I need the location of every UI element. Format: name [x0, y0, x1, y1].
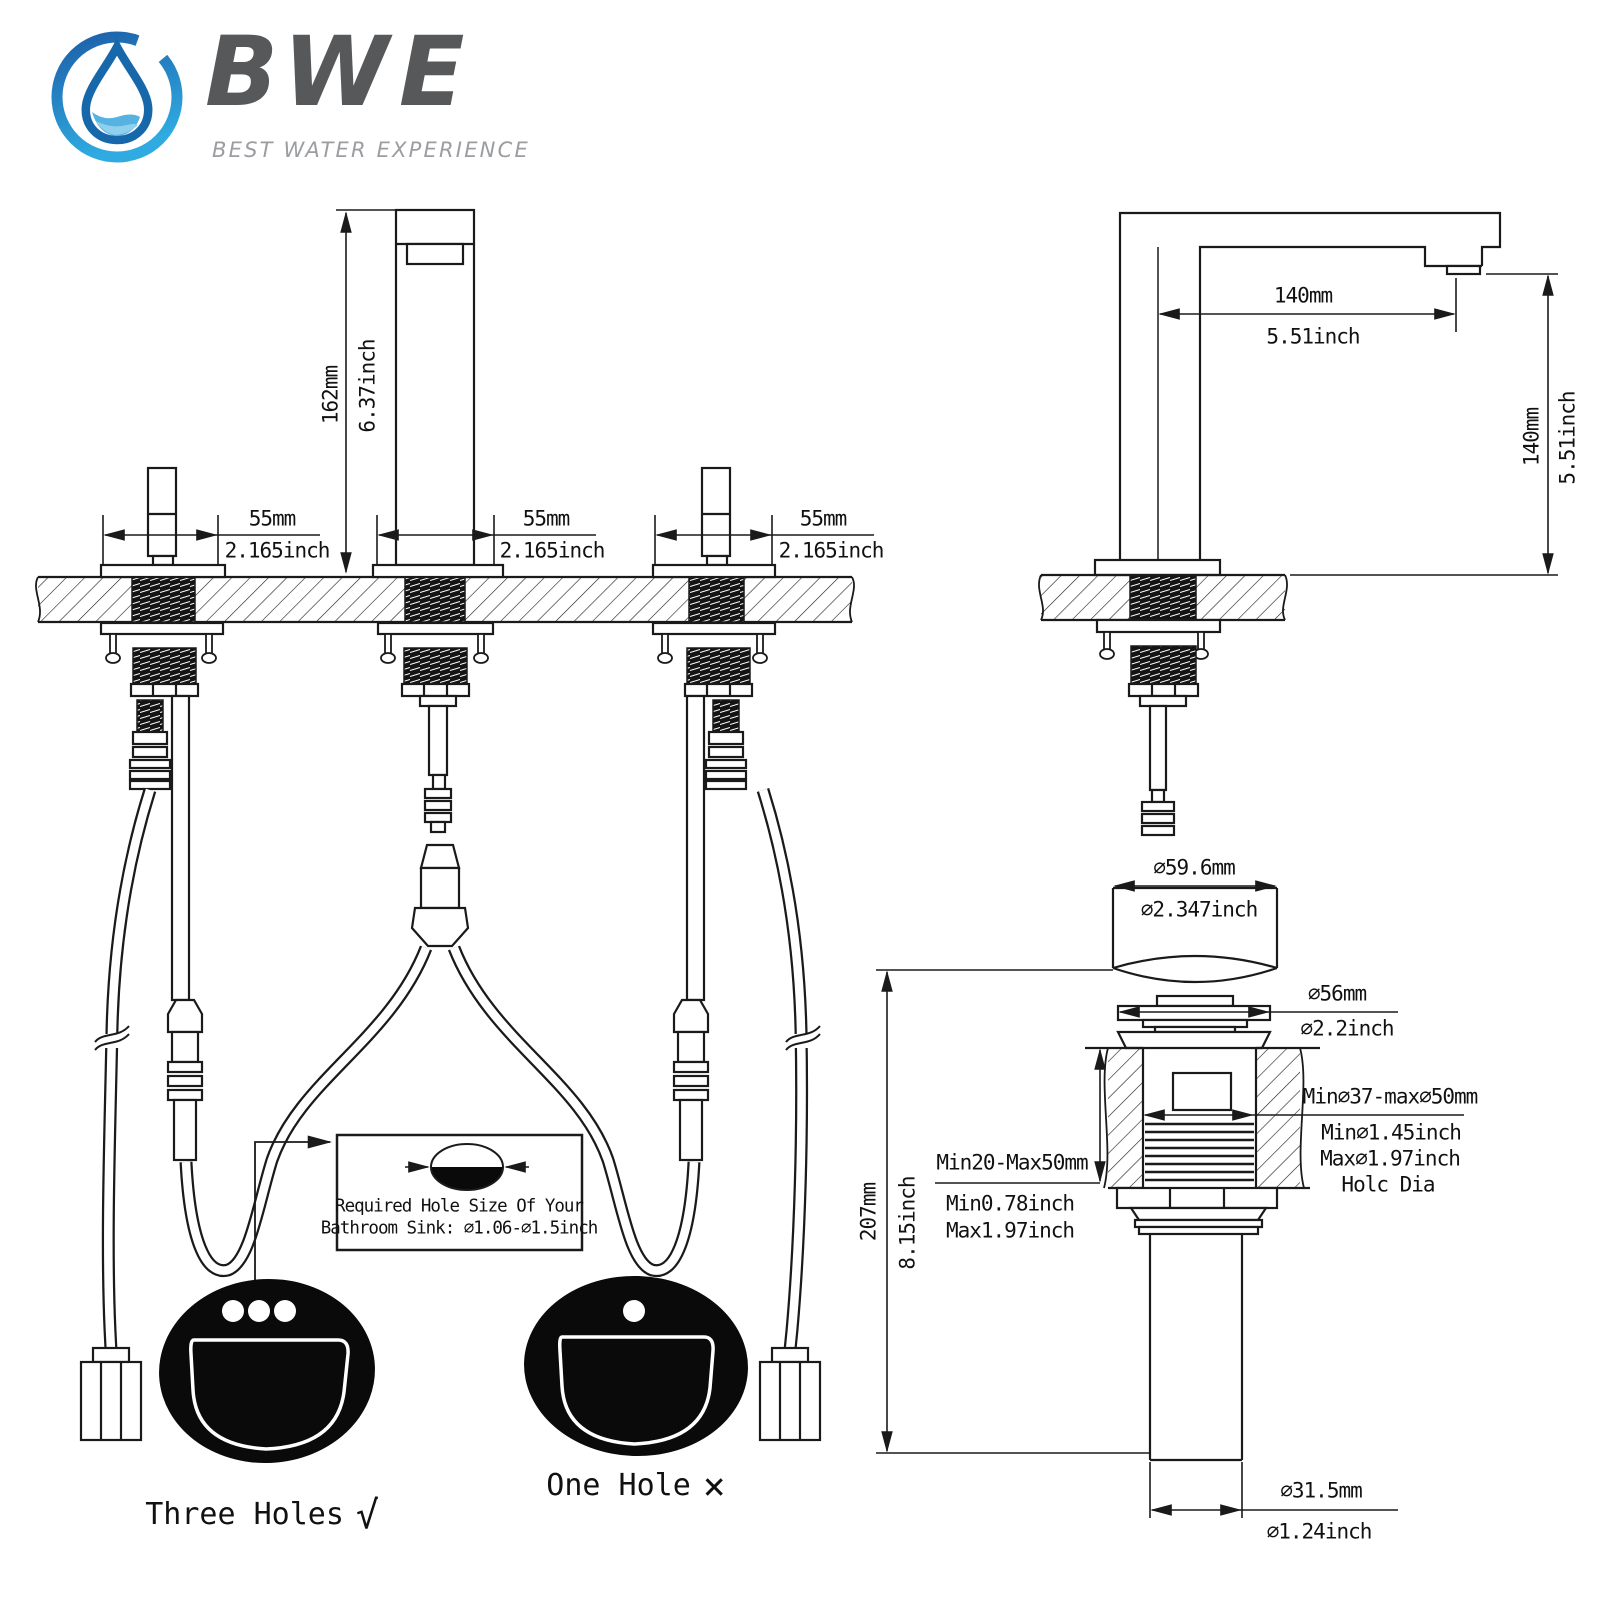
- dim-hole-dia-mm: Min∅37-max∅50mm: [1302, 1084, 1479, 1109]
- three-hole-sink-icon: [159, 1278, 375, 1464]
- dim-hole-dia-label: Holc Dia: [1341, 1172, 1435, 1197]
- dim-side-height-in: 5.51inch: [1555, 391, 1580, 485]
- dim-spacing1-mm: 55mm: [248, 506, 297, 531]
- dim-reach-mm: 140mm: [1273, 283, 1333, 308]
- dim-drain-cap-in: ∅2.347inch: [1140, 897, 1258, 922]
- dim-drain-flange-mm: ∅56mm: [1307, 981, 1367, 1006]
- dim-hole-dia-in-max: Max∅1.97inch: [1320, 1146, 1461, 1171]
- front-view-drawing: [35, 208, 855, 1442]
- note-line1: Required Hole Size Of Your: [335, 1196, 584, 1217]
- spout-front: [394, 208, 476, 567]
- one-hole-sink-icon: [524, 1275, 748, 1457]
- dim-drain-flange-in: ∅2.2inch: [1300, 1016, 1394, 1041]
- caption-three-holes: Three Holes √: [145, 1496, 379, 1534]
- spout-hoses: [179, 945, 701, 1278]
- brand-tagline: BEST WATER EXPERIENCE: [212, 138, 530, 162]
- dim-tailpipe-in: ∅1.24inch: [1266, 1519, 1373, 1544]
- brand-wordmark: BWE: [205, 16, 475, 128]
- left-handle: [146, 466, 178, 567]
- dim-drain-total-in: 8.15inch: [895, 1176, 920, 1270]
- dim-deck-thickness-in-max: Max1.97inch: [945, 1218, 1075, 1243]
- dim-spout-height-mm: 162mm: [318, 365, 343, 425]
- dim-tailpipe-mm: ∅31.5mm: [1280, 1478, 1363, 1503]
- cross-mark-icon: ×: [702, 1464, 726, 1508]
- side-view-dimensions: [1158, 273, 1558, 576]
- y-connector: [410, 843, 470, 948]
- dim-drain-total-mm: 207mm: [856, 1182, 881, 1242]
- dim-spout-height-in: 6.37inch: [355, 339, 380, 433]
- right-handle: [700, 466, 732, 567]
- hole-note-graphics: [254, 1133, 584, 1300]
- left-supply-connection: [128, 699, 172, 791]
- right-outlet-fitting: [672, 998, 710, 1162]
- dim-spacing2-mm: 55mm: [522, 506, 571, 531]
- front-view-dimensions: [102, 209, 874, 574]
- caption-one-hole: One Hole ×: [546, 1467, 725, 1505]
- side-view-drawing: [1038, 211, 1502, 837]
- dim-side-height-mm: 140mm: [1519, 407, 1544, 467]
- dim-deck-thickness-mm: Min20-Max50mm: [936, 1150, 1088, 1175]
- left-outlet-fitting: [166, 998, 204, 1162]
- dim-spacing3-in: 2.165inch: [778, 538, 885, 563]
- dim-drain-cap-mm: ∅59.6mm: [1153, 855, 1236, 880]
- dim-spacing1-in: 2.165inch: [224, 538, 331, 563]
- spout-shank: [418, 694, 458, 834]
- drain-drawing: [1085, 886, 1320, 1462]
- logo-water-drop-icon: [51, 31, 183, 163]
- caption-one-hole-text: One Hole: [546, 1468, 691, 1503]
- mounting-clips: [105, 633, 768, 664]
- dim-deck-thickness-in-min: Min0.78inch: [945, 1191, 1075, 1216]
- supply-hoses: [79, 788, 822, 1442]
- check-mark-icon: √: [355, 1493, 379, 1537]
- dim-reach-in: 5.51inch: [1266, 324, 1360, 349]
- caption-three-holes-text: Three Holes: [145, 1497, 344, 1532]
- right-supply-connection: [704, 699, 748, 791]
- dim-spacing3-mm: 55mm: [799, 506, 848, 531]
- dim-hole-dia-in-min: Min∅1.45inch: [1321, 1120, 1462, 1145]
- sink-icons: [159, 1275, 748, 1464]
- note-line2: Bathroom Sink: ∅1.06-∅1.5inch: [320, 1218, 599, 1239]
- drain-dimensions: [876, 880, 1464, 1518]
- dim-spacing2-in: 2.165inch: [499, 538, 606, 563]
